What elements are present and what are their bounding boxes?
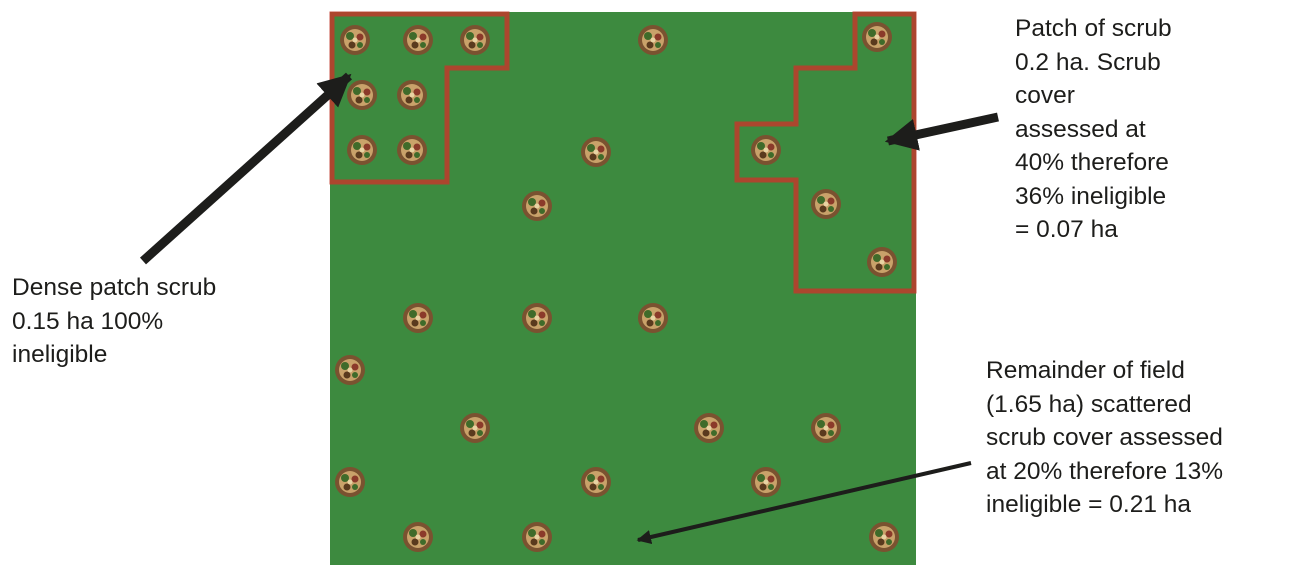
- annotation-line: Dense patch scrub: [12, 271, 216, 305]
- annotation-line: ineligible = 0.21 ha: [986, 488, 1223, 522]
- scrub-bush-icon: [811, 413, 841, 443]
- scrub-bush-icon: [460, 413, 490, 443]
- scrub-bush-icon: [867, 247, 897, 277]
- scrub-bush-icon: [403, 522, 433, 552]
- scrub-bush-icon: [397, 80, 427, 110]
- annotation-line: assessed at: [1015, 113, 1172, 147]
- annotation-line: Patch of scrub: [1015, 12, 1172, 46]
- scrub-bush-icon: [522, 191, 552, 221]
- scrub-bush-icon: [694, 413, 724, 443]
- annotation-line: 36% ineligible: [1015, 180, 1172, 214]
- dense-patch-arrow: [143, 76, 349, 261]
- scrub-bush-icon: [811, 189, 841, 219]
- annotation-line: 0.2 ha. Scrub: [1015, 46, 1172, 80]
- scrub-bush-icon: [638, 25, 668, 55]
- annotation-line: cover: [1015, 79, 1172, 113]
- scrub-bush-icon: [340, 25, 370, 55]
- scrub-bush-icon: [522, 303, 552, 333]
- scrub-bush-icon: [581, 137, 611, 167]
- annotation-line: 0.15 ha 100%: [12, 305, 216, 339]
- scrub-bush-icon: [403, 303, 433, 333]
- scrub-bush-icon: [335, 467, 365, 497]
- remainder-annotation: Remainder of field (1.65 ha) scattered s…: [986, 354, 1223, 522]
- scrub-bush-icon: [522, 522, 552, 552]
- scrub-bush-icon: [335, 355, 365, 385]
- scrub-bush-icon: [869, 522, 899, 552]
- annotation-line: Remainder of field: [986, 354, 1223, 388]
- annotation-line: = 0.07 ha: [1015, 213, 1172, 247]
- scrub-bush-icon: [751, 467, 781, 497]
- annotation-line: at 20% therefore 13%: [986, 455, 1223, 489]
- annotation-line: ineligible: [12, 338, 216, 372]
- scrub-bush-icon: [751, 135, 781, 165]
- scrub-patch-annotation: Patch of scrub 0.2 ha. Scrub cover asses…: [1015, 12, 1172, 247]
- scrub-bush-icon: [862, 22, 892, 52]
- scrub-bush-icon: [581, 467, 611, 497]
- scrub-bush-icon: [403, 25, 433, 55]
- annotation-line: 40% therefore: [1015, 146, 1172, 180]
- scrub-bush-icon: [347, 135, 377, 165]
- scrub-bush-icon: [397, 135, 427, 165]
- scrub-bush-icon: [638, 303, 668, 333]
- scrub-bush-icon: [460, 25, 490, 55]
- scrub-bush-icon: [347, 80, 377, 110]
- annotation-line: (1.65 ha) scattered: [986, 388, 1223, 422]
- dense-patch-annotation: Dense patch scrub 0.15 ha 100% ineligibl…: [12, 271, 216, 372]
- annotation-line: scrub cover assessed: [986, 421, 1223, 455]
